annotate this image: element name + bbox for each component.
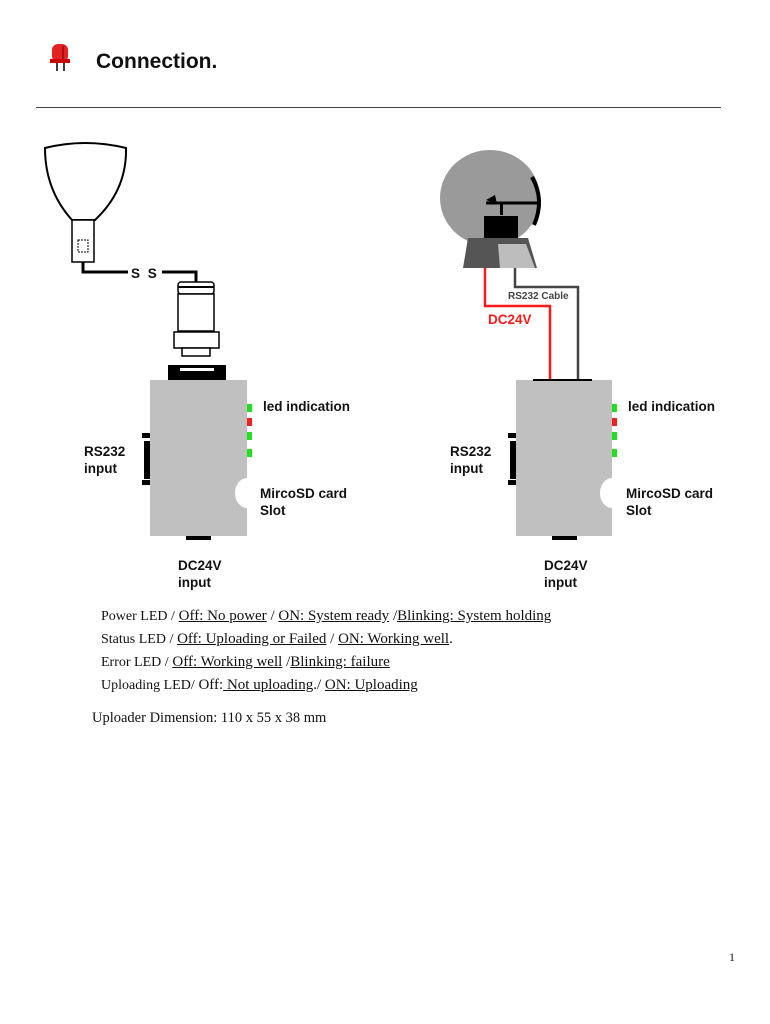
- weather-sensor-globe: [440, 150, 541, 268]
- dc24v-cable: [483, 268, 552, 380]
- dc24v-cable-label: DC24V: [488, 312, 532, 327]
- ss-cable-label: S S: [131, 266, 159, 281]
- sensor-connector: [173, 281, 220, 357]
- power-led-description: Power LED / Off: No power / ON: System r…: [101, 608, 552, 624]
- ss-cable: [81, 262, 128, 274]
- divider: [36, 107, 721, 108]
- uploading-led-description: Uploading LED/ Off: Not uploading./ ON: …: [101, 677, 418, 693]
- uploader-box-right: [508, 379, 617, 540]
- rs232-cable: [513, 268, 580, 380]
- error-led-description: Error LED / Off: Working well /Blinking:…: [101, 654, 390, 670]
- page-number: 1: [729, 950, 735, 964]
- uploader-box-left: [142, 380, 252, 540]
- red-led-icon: [50, 44, 70, 71]
- page-title: Connection.: [96, 50, 218, 73]
- status-led-description: Status LED / Off: Uploading or Failed / …: [101, 631, 453, 647]
- led-indication-label: led indication: [263, 399, 351, 414]
- uploader-dimension: Uploader Dimension: 110 x 55 x 38 mm: [92, 710, 327, 726]
- led-indication-label: led indication: [628, 399, 716, 414]
- ss-sensor-lamp: [43, 142, 128, 263]
- rs232-cable-label: RS232 Cable: [508, 291, 569, 302]
